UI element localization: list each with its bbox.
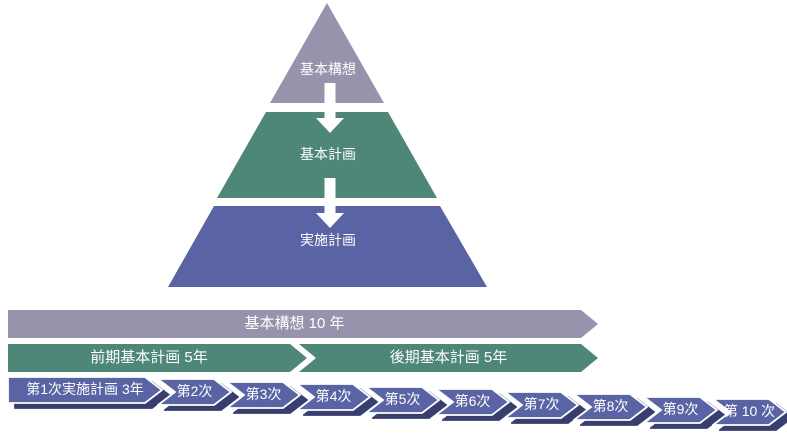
- chevron-shape: [643, 396, 718, 424]
- implementation-chevron-9: 第9次: [643, 396, 718, 424]
- chevron-shape: [296, 383, 371, 411]
- pyramid-label-basic-plan: 基本計画: [300, 146, 356, 162]
- chevron-shape: [712, 398, 787, 426]
- implementation-chevron-5: 第5次: [365, 386, 440, 414]
- implementation-chevron-1: 第1次実施計画 3年: [7, 376, 163, 404]
- chevron-shape: [504, 391, 579, 419]
- arrow-bar-shape: [8, 344, 307, 372]
- implementation-chevron-8: 第8次: [573, 393, 648, 421]
- chevron-shape: [226, 381, 301, 409]
- chevron-label: 第4次: [315, 388, 352, 404]
- chevron-label: 第2次: [176, 383, 213, 399]
- chevron-bar-shape: [299, 344, 598, 372]
- implementation-chevron-6: 第6次: [435, 388, 510, 416]
- planning-pyramid: 基本構想 基本計画 実施計画: [168, 3, 488, 287]
- implementation-chevron-10: 第 10 次: [712, 398, 787, 426]
- implementation-chevron-3: 第3次: [226, 381, 301, 409]
- implementation-chevron-7: 第7次: [504, 391, 579, 419]
- chevron-label: 第3次: [245, 386, 282, 402]
- chevron-label: 第 10 次: [723, 403, 776, 419]
- pyramid-label-basic-concept: 基本構想: [300, 61, 356, 77]
- timeline-bar-early-basic-plan-5y: 前期基本計画 5年: [8, 344, 307, 372]
- chevron-label: 第5次: [384, 391, 421, 407]
- chevron-shape: [435, 388, 510, 416]
- chevron-label: 第6次: [454, 393, 491, 409]
- chevron-label: 第9次: [662, 401, 699, 417]
- implementation-chevron-2: 第2次: [157, 378, 232, 406]
- implementation-chevron-4: 第4次: [296, 383, 371, 411]
- chevron-shape: [365, 386, 440, 414]
- timeline-bar-label: 基本構想 10 年: [244, 315, 345, 332]
- chevron-label: 第7次: [523, 396, 560, 412]
- timeline-bar-basic-concept-10y: 基本構想 10 年: [8, 310, 598, 338]
- arrow-bar-shape: [8, 310, 598, 338]
- timeline-bar-late-basic-plan-5y: 後期基本計画 5年: [299, 344, 598, 372]
- chevron-label: 第8次: [592, 398, 629, 414]
- timeline-bar-label: 前期基本計画 5年: [90, 349, 208, 366]
- chevron-shape: [573, 393, 648, 421]
- chevron-shape: [157, 378, 232, 406]
- chevron-label: 第1次実施計画 3年: [26, 381, 144, 397]
- timeline-bar-label: 後期基本計画 5年: [389, 349, 508, 366]
- pyramid-label-implementation-plan: 実施計画: [300, 232, 356, 248]
- chevron-shape: [7, 376, 163, 404]
